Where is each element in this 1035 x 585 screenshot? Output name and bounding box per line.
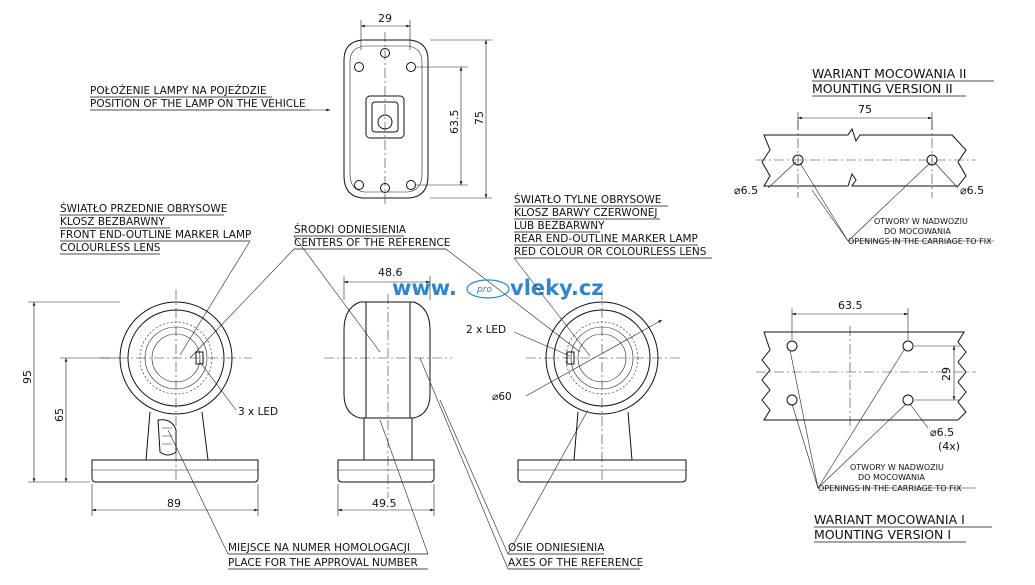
variant1-title-en: MOUNTING VERSION I (814, 527, 951, 542)
bottom-labels: MIEJSCE NA NUMER HOMOLOGACJI PLACE FOR T… (167, 357, 643, 570)
variant1-dim-vertical: 29 (940, 367, 953, 381)
axes-label-en: AXES OF THE REFERENCE (508, 557, 643, 569)
rear-led-label: 2 x LED (466, 324, 506, 336)
variant2-title-pl: WARIANT MOCOWANIA II (812, 66, 966, 81)
reference-center-pl: ŚRODKI ODNIESIENIA (294, 223, 407, 236)
variant2-hole-right: ⌀6.5 (960, 184, 984, 197)
variant2-dim-spacing: 75 (858, 103, 872, 116)
side-lamp-view: 48.6 49.5 ŚRODKI ODNIESIENIA CENTERS OF … (189, 223, 581, 516)
variant2-hole-left: ⌀6.5 (734, 184, 758, 197)
position-label-en: POSITION OF THE LAMP ON THE VEHICLE (90, 98, 306, 110)
side-dim-base: 49.5 (372, 497, 397, 510)
front-lamp-view: 95 65 89 3 x LED ŚWIATŁO PRZEDNIE OBRYSO… (21, 202, 278, 516)
rear-lamp-line5: RED COLOUR OR COLOURLESS LENS (514, 246, 707, 258)
watermark-prefix: www. (392, 276, 457, 300)
watermark-suffix: vleky.cz (510, 276, 604, 300)
watermark-middle: pro (476, 285, 492, 295)
approval-label-en: PLACE FOR THE APPROVAL NUMBER (228, 557, 418, 569)
position-label-pl: POŁOŻENIE LAMPY NA POJEŹDZIE (90, 84, 267, 97)
front-lamp-line2: KLOSZ BEZBARWNY (60, 216, 165, 228)
front-lamp-line1: ŚWIATŁO PRZEDNIE OBRYSOWE (60, 202, 227, 215)
front-dim-height: 95 (21, 370, 34, 384)
variant2-openings-1: OTWORY W NADWOZIU (874, 217, 968, 226)
rear-lamp-view: 2 x LED ⌀60 ŚWIATŁO TYLNE OBRYSOWE KLOSZ… (466, 193, 712, 483)
variant1-openings-1: OTWORY W NADWOZIU (850, 463, 944, 472)
rear-lamp-line4: REAR END-OUTLINE MARKER LAMP (514, 233, 698, 245)
variant1-openings-3: OPENINGS IN THE CARRIAGE TO FIX (818, 484, 962, 493)
rear-lamp-line3: LUB BEZBARWNY (514, 220, 605, 232)
mounting-version-1: 63.5 29 ⌀6.5 (4x) OTWORY W NADWOZIU DO M… (756, 299, 992, 543)
rear-lamp-line1: ŚWIATŁO TYLNE OBRYSOWE (514, 193, 661, 206)
front-led-label: 3 x LED (238, 406, 278, 418)
top-view: 29 63.5 75 POŁOŻENIE LAMPY NA POJEŹDZIE … (90, 12, 492, 204)
top-dim-width: 29 (378, 12, 392, 25)
variant1-hole-count: (4x) (938, 440, 960, 453)
top-dim-inner: 63.5 (448, 110, 461, 135)
front-dim-center: 65 (53, 408, 66, 422)
variant1-dim-spacing: 63.5 (838, 299, 863, 312)
rear-lamp-line2: KLOSZ BARWY CZERWONEJ (514, 207, 657, 219)
reference-center-en: CENTERS OF THE REFERENCE (294, 237, 450, 249)
top-dim-outer: 75 (473, 111, 486, 125)
variant1-title-pl: WARIANT MOCOWANIA I (814, 512, 965, 527)
rear-diameter: ⌀60 (492, 391, 512, 403)
mounting-version-2: WARIANT MOCOWANIA II MOUNTING VERSION II… (734, 66, 994, 246)
variant1-hole: ⌀6.5 (930, 426, 954, 439)
watermark: www. pro vleky.cz (392, 276, 604, 300)
front-lamp-line3: FRONT END-OUTLINE MARKER LAMP (60, 229, 251, 241)
variant2-openings-3: OPENINGS IN THE CARRIAGE TO FIX (848, 237, 992, 246)
variant2-title-en: MOUNTING VERSION II (812, 81, 953, 96)
approval-label-pl: MIEJSCE NA NUMER HOMOLOGACJI (228, 542, 410, 554)
axes-label-pl: OSIE ODNIESIENIA (508, 542, 605, 554)
variant1-openings-2: DO MOCOWANIA (858, 473, 925, 482)
front-dim-base: 89 (167, 497, 181, 510)
variant2-openings-2: DO MOCOWANIA (884, 227, 951, 236)
side-dim-top: 48.6 (378, 266, 403, 279)
front-lamp-line4: COLOURLESS LENS (60, 242, 161, 254)
